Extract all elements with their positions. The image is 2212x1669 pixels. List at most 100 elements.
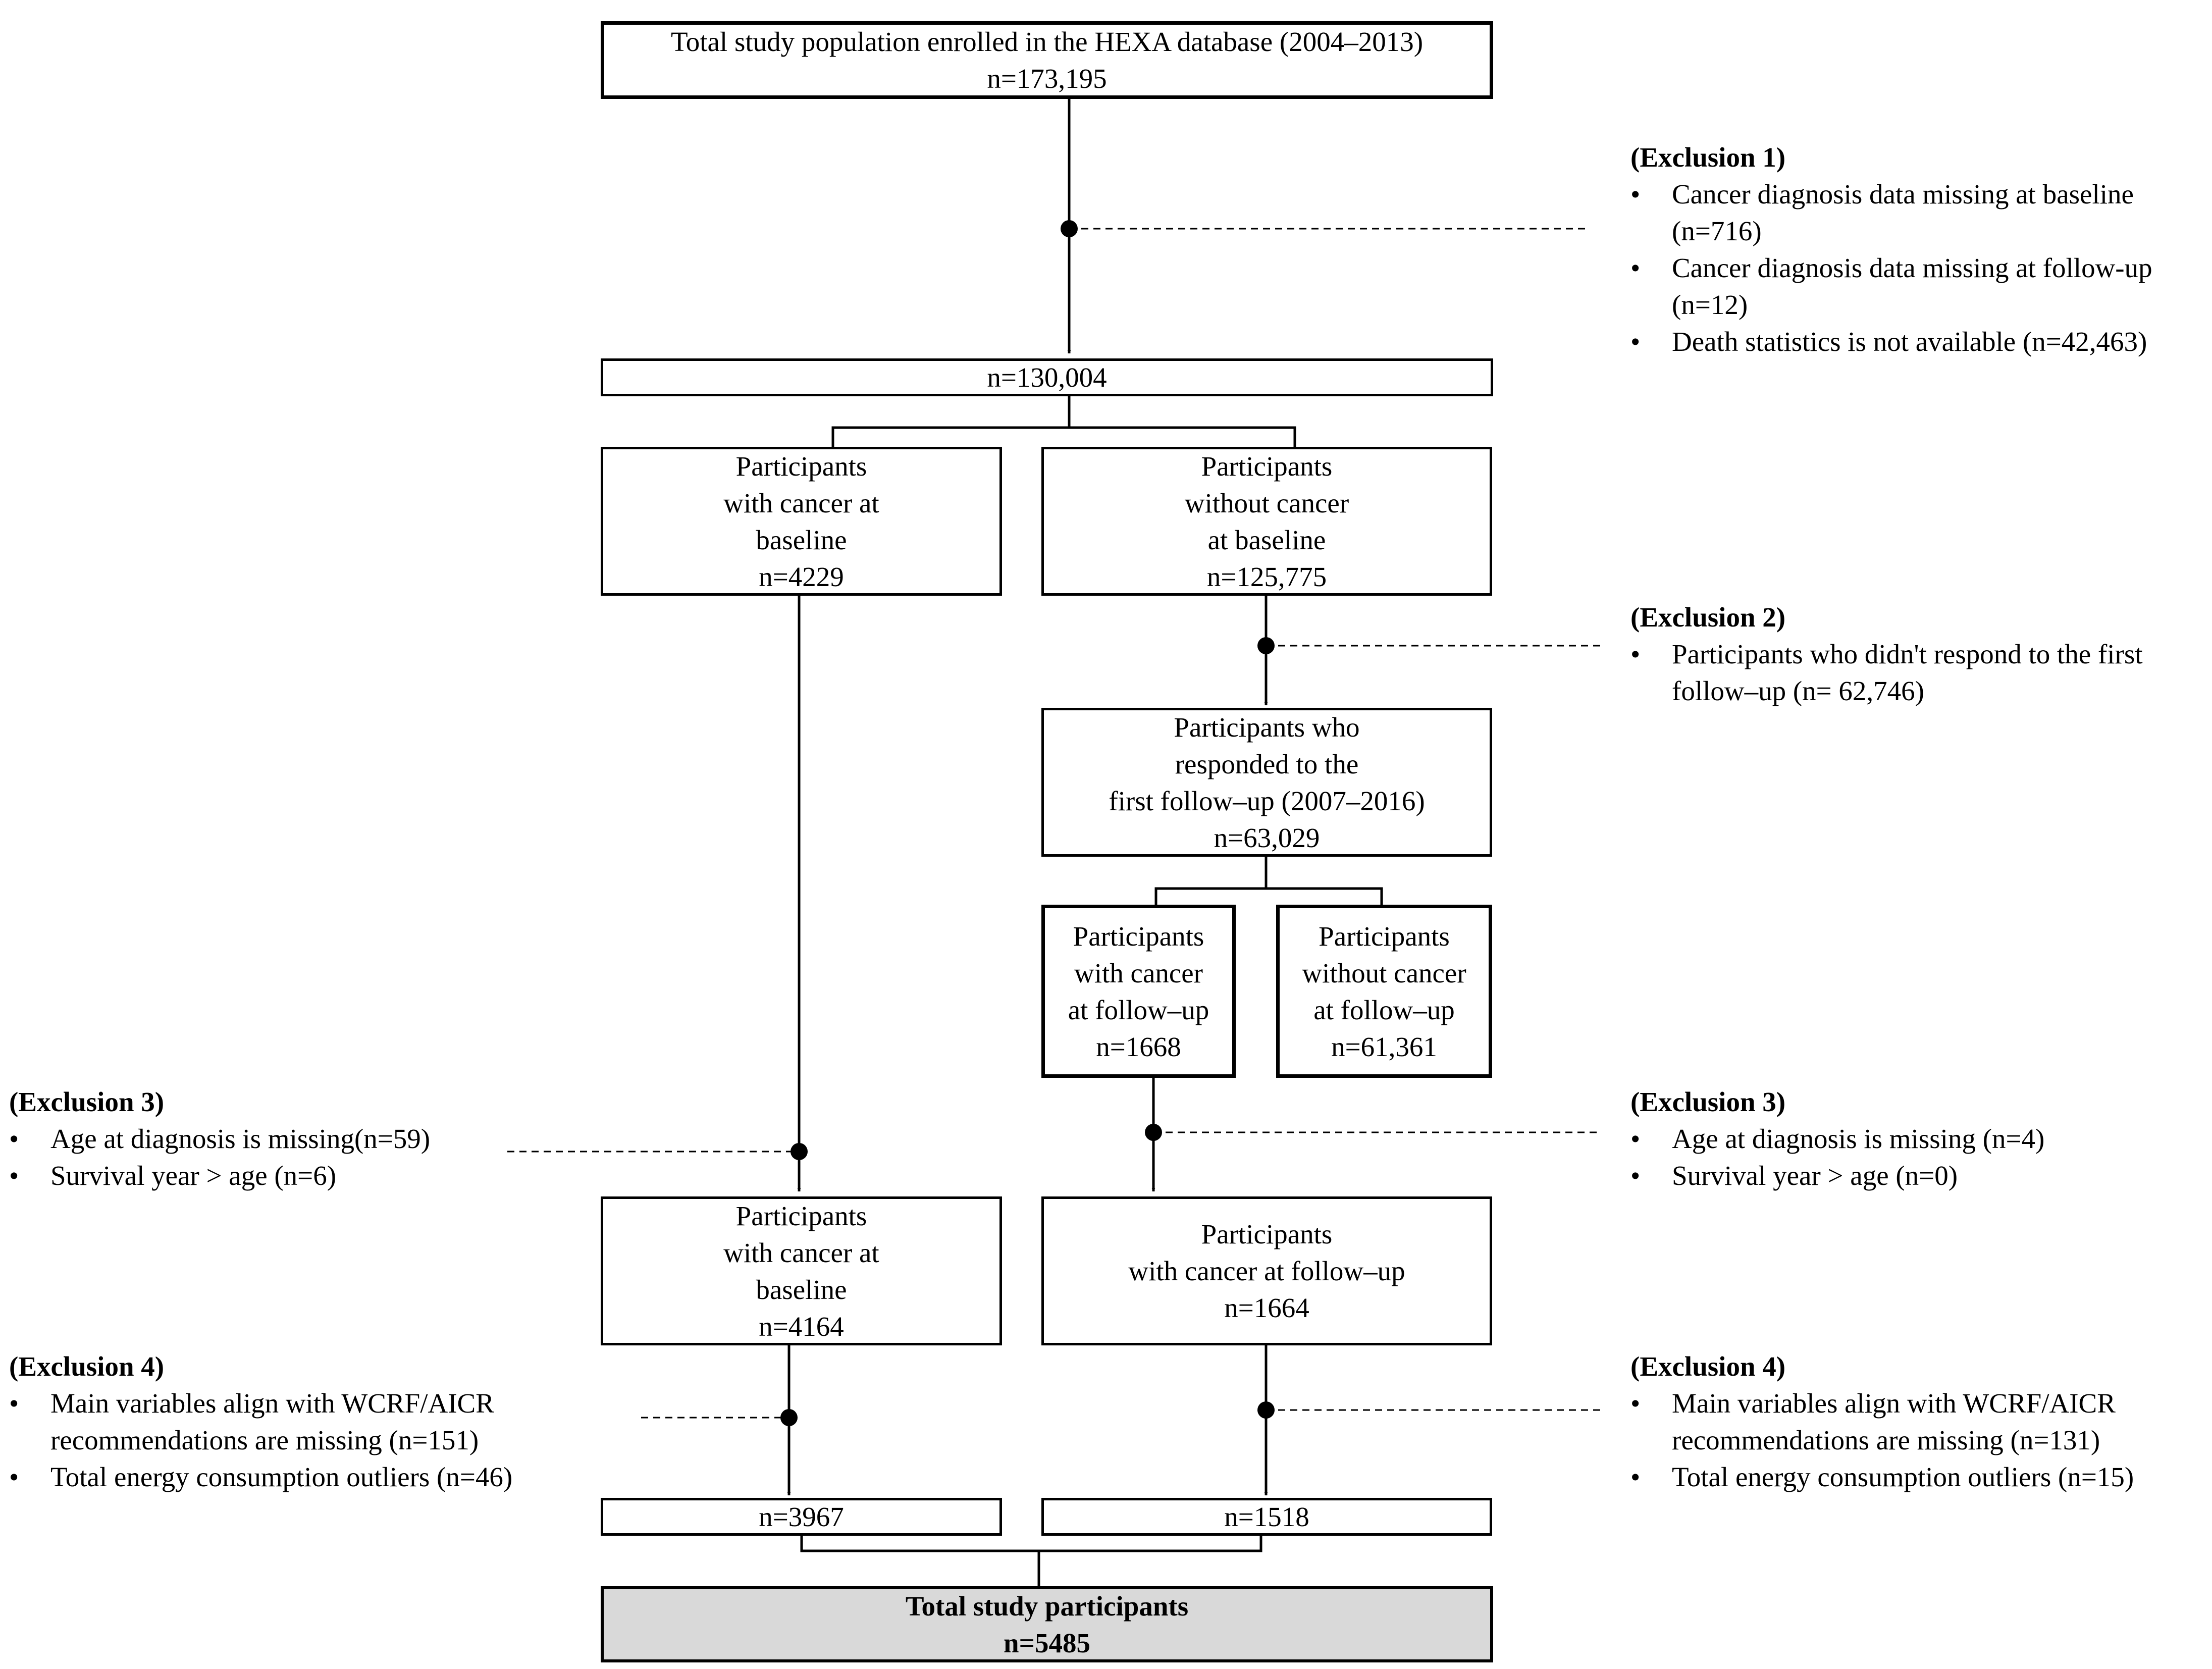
box-cancer-at-baseline: Participants with cancer at baseline n=4… bbox=[601, 447, 1002, 596]
exclusion-2-title: (Exclusion 2) bbox=[1630, 602, 1786, 633]
exclusion-2-note: (Exclusion 2) Participants who didn't re… bbox=[1630, 599, 2143, 709]
split-bracket-responded bbox=[1154, 887, 1383, 905]
exclusion-1-title: (Exclusion 1) bbox=[1630, 142, 1786, 173]
exclusion-4-left-title: (Exclusion 4) bbox=[9, 1351, 165, 1382]
box-responded-line-2: responded to the bbox=[1175, 748, 1359, 779]
exclusion-4-right-item: Total energy consumption outliers (n=15) bbox=[1630, 1458, 2134, 1495]
box-cancer-at-baseline-line-1: Participants bbox=[735, 450, 867, 482]
exclusion-4-left-item-1-line-2: recommendations are missing (n=151) bbox=[50, 1425, 479, 1455]
exclusion-1-item: Cancer diagnosis data missing at baselin… bbox=[1630, 176, 2152, 249]
exclusion-3-right-item: Age at diagnosis is missing (n=4) bbox=[1630, 1120, 2044, 1157]
exclusion-4-left-note: (Exclusion 4) Main variables align with … bbox=[9, 1348, 512, 1495]
box-no-cancer-at-baseline-line-4: n=125,775 bbox=[1206, 561, 1327, 592]
exclusion-4-right-item-1-line-2: recommendations are missing (n=131) bbox=[1672, 1425, 2100, 1455]
exclusion-2-item: Participants who didn't respond to the f… bbox=[1630, 636, 2143, 709]
exclusion-1-item-1-line-1: Cancer diagnosis data missing at baselin… bbox=[1672, 179, 2134, 210]
box-cancer-at-followup-2-line-1: Participants bbox=[1201, 1219, 1333, 1249]
box-after-exclusion-1-line-1: n=130,004 bbox=[987, 362, 1107, 393]
exclusion-1-item-1-line-2: (n=716) bbox=[1672, 216, 1762, 246]
exclusion-4-right-item: Main variables align with WCRF/AICR reco… bbox=[1630, 1385, 2134, 1458]
exclusion-1-list: Cancer diagnosis data missing at baselin… bbox=[1630, 176, 2152, 360]
box-total-study-participants: Total study participants n=5485 bbox=[601, 1586, 1493, 1662]
box-cancer-at-followup-2-line-3: n=1664 bbox=[1224, 1292, 1309, 1323]
exclusion-3-left-item: Survival year > age (n=6) bbox=[9, 1157, 430, 1194]
exclusion-4-right-list: Main variables align with WCRF/AICR reco… bbox=[1630, 1385, 2134, 1495]
box-cancer-at-baseline-line-2: with cancer at bbox=[723, 487, 879, 518]
junction-dot-excl3-left bbox=[791, 1143, 808, 1160]
exclusion-3-left-list: Age at diagnosis is missing(n=59) Surviv… bbox=[9, 1120, 430, 1194]
box-no-cancer-at-baseline: Participants without cancer at baseline … bbox=[1041, 447, 1492, 596]
exclusion-4-right-title: (Exclusion 4) bbox=[1630, 1351, 1786, 1382]
exclusion-3-right-item-1-line-1: Age at diagnosis is missing (n=4) bbox=[1672, 1123, 2045, 1154]
box-no-cancer-at-followup: Participants without cancer at follow–up… bbox=[1276, 905, 1492, 1078]
exclusion-2-item-1-line-1: Participants who didn't respond to the f… bbox=[1672, 639, 2143, 669]
box-cancer-at-baseline-2-line-4: n=4164 bbox=[759, 1311, 844, 1342]
exclusion-3-left-item-2-line-1: Survival year > age (n=6) bbox=[50, 1160, 337, 1191]
exclusion-3-left-item: Age at diagnosis is missing(n=59) bbox=[9, 1120, 430, 1157]
box-no-cancer-at-baseline-line-2: without cancer bbox=[1184, 487, 1349, 518]
box-left-final-count: n=3967 bbox=[601, 1498, 1002, 1536]
box-total-population-line-1: Total study population enrolled in the H… bbox=[670, 26, 1424, 57]
box-left-final-count-line-1: n=3967 bbox=[759, 1501, 844, 1532]
box-right-final-count-line-1: n=1518 bbox=[1224, 1501, 1309, 1532]
exclusion-3-right-list: Age at diagnosis is missing (n=4) Surviv… bbox=[1630, 1120, 2044, 1194]
exclusion-1-item: Cancer diagnosis data missing at follow-… bbox=[1630, 249, 2152, 323]
exclusion-3-left-title: (Exclusion 3) bbox=[9, 1086, 165, 1117]
exclusion-3-left-note: (Exclusion 3) Age at diagnosis is missin… bbox=[9, 1083, 430, 1194]
box-cancer-at-followup-line-1: Participants bbox=[1073, 920, 1204, 952]
exclusion-4-right-item-1-line-1: Main variables align with WCRF/AICR bbox=[1672, 1388, 2116, 1419]
exclusion-1-item-2-line-2: (n=12) bbox=[1672, 289, 1748, 320]
exclusion-1-item: Death statistics is not available (n=42,… bbox=[1630, 323, 2152, 360]
exclusion-1-note: (Exclusion 1) Cancer diagnosis data miss… bbox=[1630, 139, 2152, 360]
merge-bracket bbox=[800, 1533, 1262, 1552]
box-cancer-at-followup: Participants with cancer at follow–up n=… bbox=[1041, 905, 1236, 1078]
box-right-final-count: n=1518 bbox=[1041, 1498, 1492, 1536]
box-cancer-at-followup-line-2: with cancer bbox=[1074, 957, 1203, 988]
box-total-population-line-2: n=173,195 bbox=[987, 63, 1107, 94]
box-total-study-participants-line-1: Total study participants bbox=[905, 1590, 1189, 1622]
exclusion-4-left-item: Main variables align with WCRF/AICR reco… bbox=[9, 1385, 512, 1458]
box-after-exclusion-1: n=130,004 bbox=[601, 358, 1493, 396]
junction-dot-excl3-right bbox=[1145, 1124, 1162, 1141]
exclusion-2-list: Participants who didn't respond to the f… bbox=[1630, 636, 2143, 709]
exclusion-4-left-item-2-line-1: Total energy consumption outliers (n=46) bbox=[50, 1462, 513, 1492]
box-cancer-at-baseline-after-exclusion-3: Participants with cancer at baseline n=4… bbox=[601, 1196, 1002, 1345]
exclusion-1-item-2-line-1: Cancer diagnosis data missing at follow-… bbox=[1672, 252, 2152, 283]
exclusion-3-right-item-2-line-1: Survival year > age (n=0) bbox=[1672, 1160, 1958, 1191]
box-no-cancer-at-followup-line-2: without cancer bbox=[1302, 957, 1466, 988]
box-cancer-at-followup-line-3: at follow–up bbox=[1068, 994, 1209, 1025]
box-responded-line-3: first follow–up (2007–2016) bbox=[1109, 785, 1425, 816]
exclusion-1-item-3-line-1: Death statistics is not available (n=42,… bbox=[1672, 326, 2147, 357]
box-no-cancer-at-followup-line-3: at follow–up bbox=[1313, 994, 1455, 1025]
box-responded-first-followup: Participants who responded to the first … bbox=[1041, 708, 1492, 857]
exclusion-3-right-item: Survival year > age (n=0) bbox=[1630, 1157, 2044, 1194]
box-responded-line-4: n=63,029 bbox=[1214, 822, 1320, 853]
box-cancer-at-baseline-2-line-3: baseline bbox=[756, 1274, 847, 1305]
box-cancer-at-followup-line-4: n=1668 bbox=[1096, 1031, 1181, 1062]
junction-dot-excl2 bbox=[1257, 637, 1275, 654]
exclusion-4-right-note: (Exclusion 4) Main variables align with … bbox=[1630, 1348, 2134, 1495]
box-cancer-at-baseline-line-4: n=4229 bbox=[759, 561, 844, 592]
box-cancer-at-followup-after-exclusion-3: Participants with cancer at follow–up n=… bbox=[1041, 1196, 1492, 1345]
box-total-study-participants-line-2: n=5485 bbox=[1004, 1627, 1090, 1658]
box-no-cancer-at-followup-line-1: Participants bbox=[1319, 920, 1450, 952]
exclusion-4-right-item-2-line-1: Total energy consumption outliers (n=15) bbox=[1672, 1462, 2134, 1492]
junction-dot-excl1 bbox=[1061, 220, 1078, 237]
box-cancer-at-baseline-2-line-2: with cancer at bbox=[723, 1237, 879, 1268]
exclusion-3-left-item-1-line-1: Age at diagnosis is missing(n=59) bbox=[50, 1123, 431, 1154]
box-no-cancer-at-followup-line-4: n=61,361 bbox=[1331, 1031, 1437, 1062]
box-cancer-at-baseline-line-3: baseline bbox=[756, 524, 847, 555]
box-cancer-at-baseline-2-line-1: Participants bbox=[735, 1200, 867, 1231]
exclusion-4-left-item: Total energy consumption outliers (n=46) bbox=[9, 1458, 512, 1495]
exclusion-3-right-title: (Exclusion 3) bbox=[1630, 1086, 1786, 1117]
box-no-cancer-at-baseline-line-3: at baseline bbox=[1207, 524, 1326, 555]
junction-dot-excl4-right bbox=[1257, 1401, 1275, 1419]
exclusion-4-left-item-1-line-1: Main variables align with WCRF/AICR bbox=[50, 1388, 494, 1419]
split-bracket-130004 bbox=[831, 426, 1296, 447]
junction-dot-excl4-left bbox=[780, 1409, 798, 1426]
exclusion-3-right-note: (Exclusion 3) Age at diagnosis is missin… bbox=[1630, 1083, 2044, 1194]
exclusion-4-left-list: Main variables align with WCRF/AICR reco… bbox=[9, 1385, 512, 1495]
box-total-population: Total study population enrolled in the H… bbox=[601, 21, 1493, 99]
